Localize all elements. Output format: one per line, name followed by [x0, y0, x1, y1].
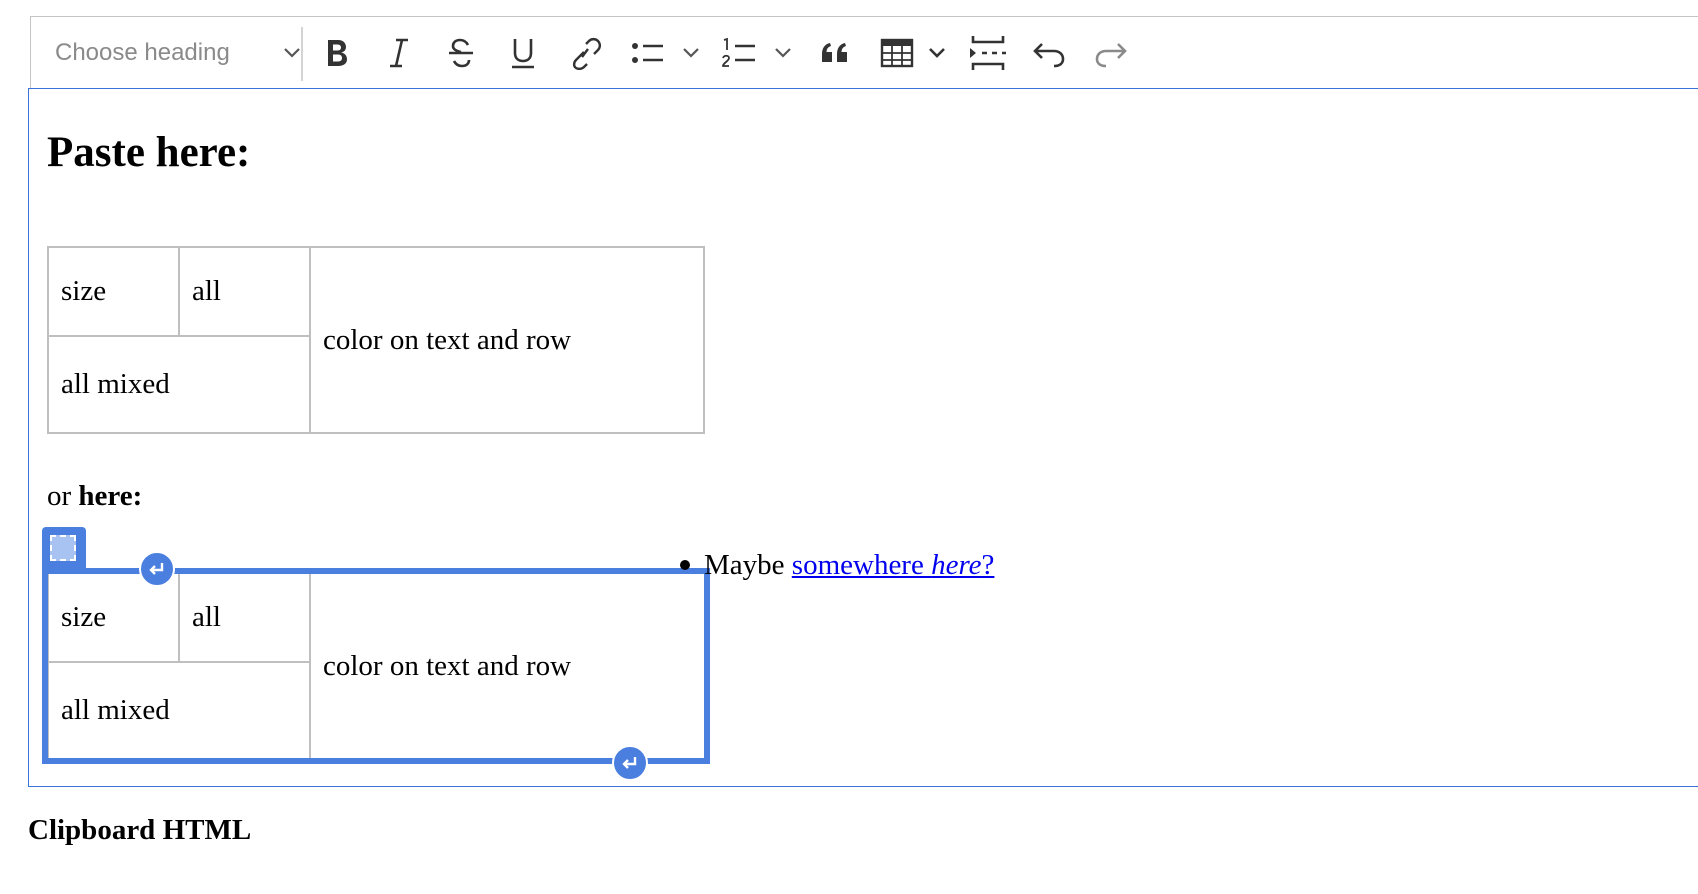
heading-dropdown[interactable]: Choose heading	[55, 37, 300, 69]
italic-button[interactable]	[381, 33, 417, 73]
page-break-icon	[970, 36, 1006, 70]
insert-paragraph-after-button[interactable]	[612, 745, 648, 781]
redo-button[interactable]	[1093, 33, 1129, 73]
undo-icon	[1033, 43, 1065, 68]
drag-handle-icon	[50, 535, 76, 561]
link-icon	[572, 37, 601, 70]
page-break-button[interactable]	[967, 33, 1009, 73]
content-link[interactable]: somewhere here?	[792, 549, 995, 581]
table-cell[interactable]: all	[178, 246, 311, 337]
content-table-2[interactable]: size all color on text and row all mixed	[47, 572, 707, 760]
list-item-text: Maybe	[704, 549, 792, 581]
link-text: somewhere	[791, 549, 932, 581]
list-item: Maybe somewhere here?	[680, 547, 994, 583]
content-heading: Paste here:	[47, 129, 251, 176]
content-table-1[interactable]: size all color on text and row all mixed	[47, 246, 705, 434]
table-cell[interactable]: all mixed	[47, 661, 311, 760]
table-drag-handle[interactable]	[42, 527, 86, 571]
bullet-icon	[680, 560, 690, 571]
editor-toolbar: Choose heading	[30, 16, 1698, 88]
strikethrough-button[interactable]	[443, 33, 479, 73]
underline-icon	[512, 39, 534, 69]
table-cell[interactable]: size	[47, 246, 180, 337]
link-italic-text: here	[931, 549, 982, 581]
toolbar-separator	[301, 27, 303, 81]
table-cell[interactable]: color on text and row	[309, 572, 707, 760]
italic-icon	[390, 38, 408, 68]
table-cell[interactable]: color on text and row	[309, 246, 705, 434]
table-icon	[880, 38, 945, 68]
undo-button[interactable]	[1031, 33, 1067, 73]
paragraph-text: or	[47, 480, 79, 512]
return-arrow-icon	[149, 563, 164, 575]
paragraph-bold-text: here:	[78, 480, 143, 512]
chevron-down-icon	[284, 48, 300, 58]
heading-dropdown-label: Choose heading	[55, 39, 230, 66]
table-cell[interactable]: size	[47, 572, 180, 663]
strikethrough-icon	[449, 38, 473, 68]
link-suffix-text: ?	[981, 549, 995, 581]
block-quote-button[interactable]	[817, 33, 853, 73]
bulleted-list-icon	[632, 43, 699, 63]
bold-button[interactable]	[319, 33, 355, 73]
numbered-list-button[interactable]	[721, 33, 799, 73]
underline-button[interactable]	[505, 33, 541, 73]
insert-paragraph-before-button[interactable]	[139, 551, 175, 587]
numbered-list-icon	[722, 37, 791, 67]
link-button[interactable]	[567, 33, 603, 73]
return-arrow-icon	[622, 757, 637, 769]
table-cell[interactable]: all mixed	[47, 335, 311, 434]
bulleted-list-button[interactable]	[629, 33, 707, 73]
section-heading: Clipboard HTML	[28, 814, 252, 846]
block-quote-icon	[822, 43, 847, 62]
bold-icon	[328, 40, 347, 66]
insert-table-button[interactable]	[879, 33, 949, 73]
redo-icon	[1095, 43, 1127, 68]
table-cell[interactable]: all	[178, 572, 311, 663]
content-paragraph: or here:	[47, 478, 142, 514]
